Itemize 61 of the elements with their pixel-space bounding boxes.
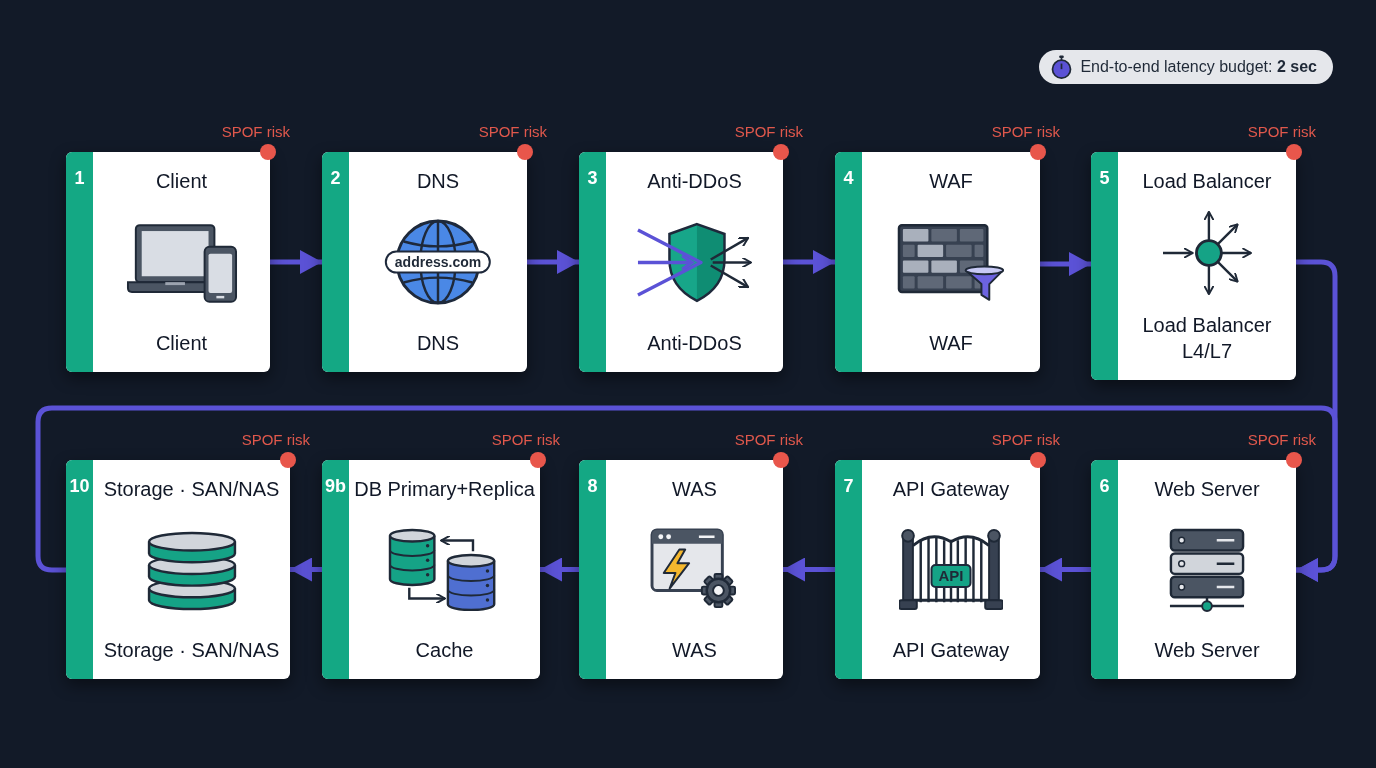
process-card [1091,152,1296,380]
card-caption: Web Server [1154,638,1260,663]
step-number: 10 [69,477,90,495]
step-number: 9b [325,477,346,495]
card-title: Client [155,169,208,194]
latency-note: End-to-end latency budget: 2 sec [1080,57,1317,77]
card-caption: Anti-DDoS [647,331,742,356]
step-number: 7 [843,477,854,495]
flow-arrow [1040,557,1091,582]
card-title: Load Balancer [1142,169,1272,194]
card-title: Web Server [1154,477,1260,502]
process-card [579,460,783,679]
card-title: WAS [672,477,717,502]
card-caption: Load Balancer L4/L7 [1141,313,1273,364]
card-caption: WAF [929,331,973,356]
card-caption: DNS [416,331,460,356]
card-caption: WAS [672,638,717,663]
step-number: 8 [587,477,598,495]
card-caption: Client [155,331,208,356]
process-card [1091,460,1296,679]
risk-label: SPOF risk [734,431,803,449]
process-card [66,152,270,372]
process-card [835,460,1040,679]
card-caption: Storage · SAN/NAS [103,638,280,663]
risk-label: SPOF risk [991,431,1060,449]
step-number: 5 [1099,169,1110,187]
risk-label: SPOF risk [478,123,547,141]
risk-label: SPOF risk [1247,431,1316,449]
flow-arrow [783,557,835,582]
card-title: DNS [416,169,460,194]
flow-arrow [527,250,579,274]
flow-arrow [783,250,835,274]
risk-label: SPOF risk [221,123,290,141]
process-card [579,152,783,372]
process-card [322,152,527,372]
step-number: 3 [587,169,598,187]
card-title: DB Primary+Replica [354,477,535,502]
step-number: 1 [74,169,85,187]
step-number: 2 [330,169,341,187]
flow-arrow [270,250,322,274]
flow-arrow [1040,252,1091,276]
gate-sign: API [930,564,972,589]
process-card [66,460,290,679]
flow-arrow [290,557,322,582]
card-title: API Gateway [892,477,1010,502]
domain-label: address.com [384,250,492,274]
risk-label: SPOF risk [491,431,560,449]
risk-label: SPOF risk [241,431,310,449]
card-title: Storage · SAN/NAS [103,477,280,502]
card-caption: API Gateway [892,638,1010,663]
risk-label: SPOF risk [1247,123,1316,141]
process-card [322,460,540,679]
risk-label: SPOF risk [734,123,803,141]
card-title: WAF [929,169,973,194]
risk-label: SPOF risk [991,123,1060,141]
step-number: 4 [843,169,854,187]
process-card [835,152,1040,372]
card-title: Anti-DDoS [647,169,742,194]
card-caption: Cache [415,638,474,663]
flow-arrow [540,557,579,582]
step-number: 6 [1099,477,1110,495]
